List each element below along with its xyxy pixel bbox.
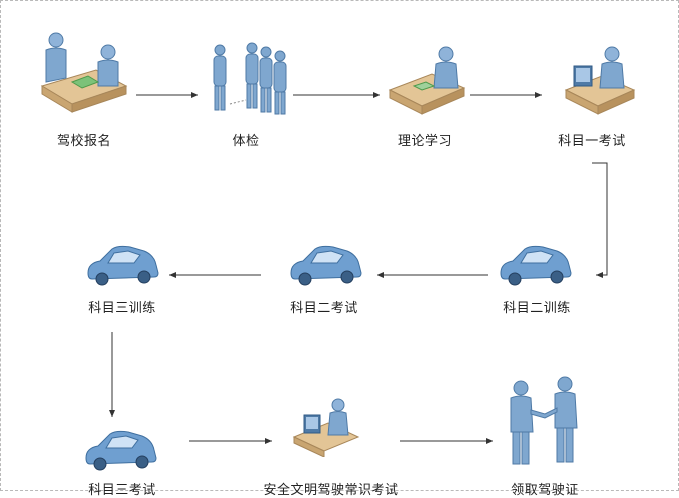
step-label-10: 领取驾驶证 bbox=[511, 483, 579, 498]
step-label-8: 科目三考试 bbox=[88, 483, 156, 498]
step-label-4: 科目一考试 bbox=[558, 134, 626, 149]
people-checkup-icon bbox=[213, 42, 287, 115]
car-icon bbox=[85, 430, 157, 471]
step-label-1: 驾校报名 bbox=[56, 134, 112, 149]
study-desk-icon bbox=[388, 46, 466, 115]
car-icon bbox=[290, 245, 362, 286]
registration-desk-icon bbox=[40, 32, 128, 113]
handshake-icon bbox=[510, 376, 578, 465]
computer-exam-icon bbox=[292, 398, 360, 457]
step-label-7: 科目三训练 bbox=[88, 301, 156, 316]
step-label-9: 安全文明驾驶常识考试 bbox=[263, 483, 399, 498]
step-label-2: 体检 bbox=[232, 134, 260, 149]
car-icon bbox=[500, 245, 572, 286]
car-icon bbox=[87, 245, 159, 286]
computer-exam-icon bbox=[564, 46, 636, 115]
step-label-3: 理论学习 bbox=[397, 134, 453, 149]
step-label-6: 科目二考试 bbox=[290, 301, 358, 316]
step-label-5: 科目二训练 bbox=[503, 301, 571, 316]
arrow-s4-s5 bbox=[592, 162, 608, 278]
